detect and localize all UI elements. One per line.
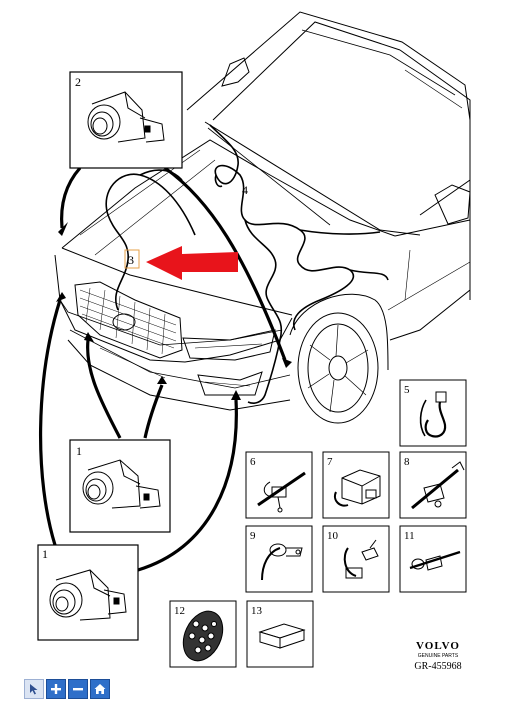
cable-holder-icon — [334, 469, 381, 507]
callout-9-label: 9 — [250, 530, 256, 542]
brand-tagline: GENUINE PARTS — [418, 653, 459, 659]
callout-3-label: 3 — [128, 253, 134, 267]
home-button[interactable] — [90, 679, 110, 699]
zoom-out-icon — [73, 688, 83, 691]
leader-lines — [39, 166, 287, 572]
foam-pad-icon — [258, 623, 306, 649]
callout-3-box — [124, 249, 140, 269]
grommet-pad-icon — [182, 610, 224, 662]
arrowheads — [56, 222, 292, 400]
callout-2-label: 2 — [75, 75, 81, 89]
clamp-icon — [343, 539, 379, 579]
part-box-13[interactable]: 13 — [246, 600, 314, 668]
viewer-toolbar — [24, 679, 110, 699]
zoom-in-button[interactable] — [46, 679, 66, 699]
part-box-6[interactable]: 6 — [245, 451, 313, 519]
push-clip-icon — [409, 550, 461, 571]
callout-10-label: 10 — [327, 530, 339, 542]
part-box-12[interactable]: 12 — [169, 600, 237, 668]
callout-6-label: 6 — [250, 456, 256, 468]
callout-8-label: 8 — [404, 456, 410, 468]
part-box-8[interactable]: 8 — [399, 451, 467, 519]
part-box-10[interactable]: 10 — [322, 525, 390, 593]
callout-1-bottom-label: 1 — [42, 547, 48, 561]
brand-name: VOLVO — [416, 640, 460, 652]
select-icon — [30, 684, 38, 695]
red-pointer-arrow — [146, 246, 238, 280]
part-box-9[interactable]: 9 — [245, 525, 313, 593]
wiring-harness — [105, 124, 389, 404]
part-box-5[interactable]: 5 — [399, 379, 467, 447]
parking-sensor-icon — [49, 569, 127, 621]
callout-7-label: 7 — [327, 456, 333, 468]
parking-sensor-icon — [82, 459, 161, 509]
part-reference: GR-455968 — [414, 661, 461, 672]
callout-1-top-label: 1 — [76, 444, 82, 458]
part-box-7[interactable]: 7 — [322, 451, 390, 519]
select-tool-button[interactable] — [24, 679, 44, 699]
callout-4-label: 4 — [242, 183, 248, 197]
zoom-out-button[interactable] — [68, 679, 88, 699]
callout-13-label: 13 — [251, 605, 263, 617]
hose-clip-icon — [261, 543, 303, 581]
car-illustration — [54, 11, 471, 424]
part-box-2[interactable]: 2 — [69, 71, 183, 169]
cable-tie-icon — [257, 471, 306, 513]
part-box-11[interactable]: 11 — [399, 525, 467, 593]
part-box-1-bottom[interactable]: 1 — [37, 544, 139, 641]
parking-sensor-icon — [87, 91, 165, 143]
callout-11-label: 11 — [404, 530, 415, 542]
callout-12-label: 12 — [174, 605, 185, 617]
cable-clip-icon — [419, 391, 447, 438]
zoom-in-icon — [51, 684, 61, 694]
callout-5-label: 5 — [404, 384, 410, 396]
home-icon — [94, 684, 106, 694]
cable-tie-clip-icon — [411, 461, 465, 510]
part-box-1-top[interactable]: 1 — [69, 439, 171, 533]
